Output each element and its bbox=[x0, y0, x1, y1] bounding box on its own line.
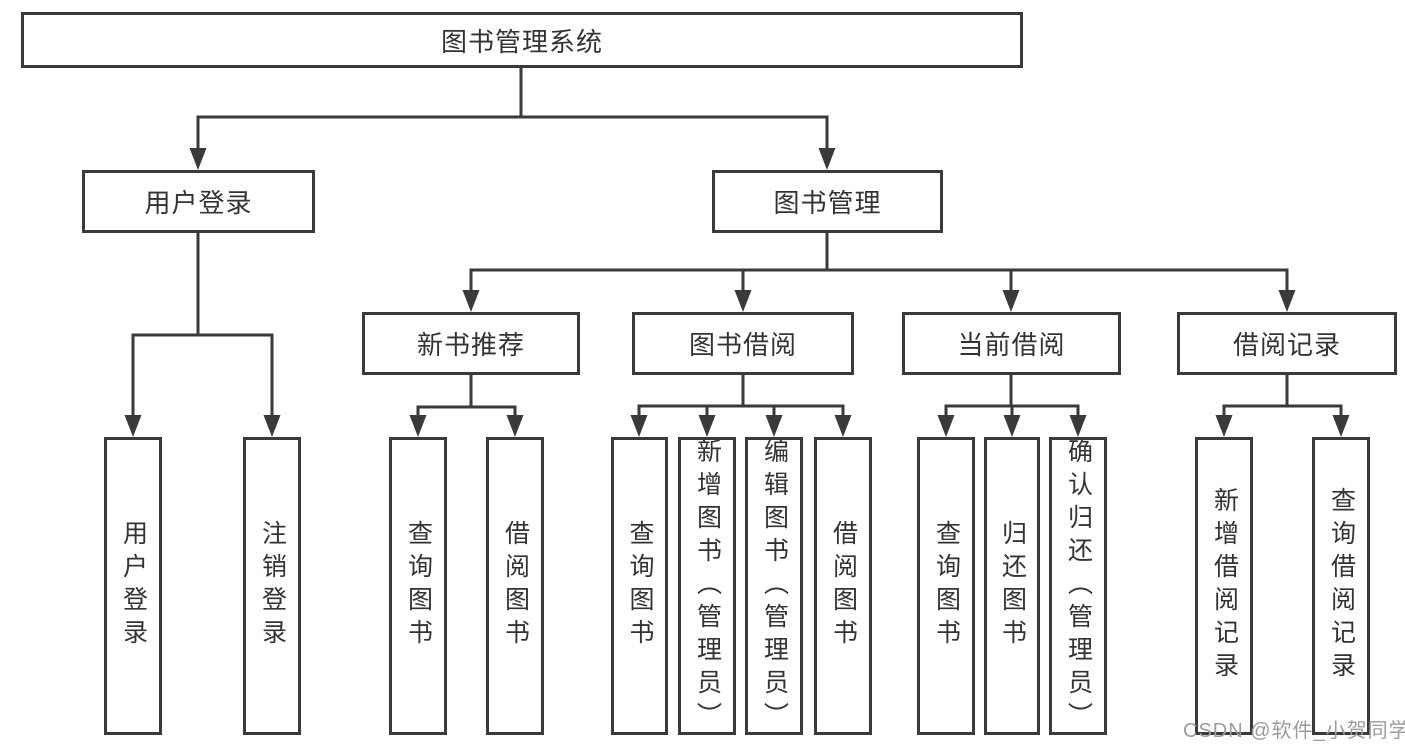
csdn-watermark: CSDN @软件_小贺同学 bbox=[1183, 720, 1405, 742]
node-label: 查询图书 bbox=[626, 520, 654, 652]
node-label: 查询图书 bbox=[404, 520, 433, 652]
node-leaf-add-books-admin: 新增图书（管理员） bbox=[678, 437, 736, 735]
node-label: 注销登录 bbox=[258, 520, 287, 652]
node-leaf-user-login: 用户登录 bbox=[104, 437, 162, 735]
node-label: 查询借阅记录 bbox=[1327, 487, 1356, 685]
node-leaf-query-books-newbook: 查询图书 bbox=[389, 437, 447, 735]
node-current-borrowing: 当前借阅 bbox=[902, 312, 1121, 375]
node-label: 新书推荐 bbox=[416, 330, 525, 360]
node-label: 新增图书（管理员） bbox=[693, 437, 722, 735]
node-label: 查询图书 bbox=[932, 520, 961, 652]
node-label: 当前借阅 bbox=[957, 330, 1066, 360]
node-label: 编辑图书（管理员） bbox=[760, 437, 789, 735]
node-label: 确认归还（管理员） bbox=[1064, 437, 1093, 735]
node-label: 用户登录 bbox=[119, 520, 148, 652]
node-label: 用户登录 bbox=[144, 188, 253, 218]
node-library-management-system: 图书管理系统 bbox=[21, 12, 1023, 68]
node-user-login-module: 用户登录 bbox=[82, 170, 315, 233]
node-label: 图书管理系统 bbox=[440, 26, 603, 57]
node-leaf-query-books-borrowing: 查询图书 bbox=[611, 437, 668, 735]
node-new-book-recommendation: 新书推荐 bbox=[362, 312, 580, 375]
node-leaf-query-borrow-record: 查询借阅记录 bbox=[1312, 437, 1370, 735]
node-label: 图书管理 bbox=[773, 188, 882, 218]
node-book-borrowing: 图书借阅 bbox=[632, 312, 854, 375]
node-label: 借阅记录 bbox=[1232, 330, 1341, 360]
node-label: 借阅图书 bbox=[829, 520, 858, 652]
node-label: 借阅图书 bbox=[501, 520, 530, 652]
node-leaf-query-books-current: 查询图书 bbox=[917, 437, 975, 735]
node-borrowing-records: 借阅记录 bbox=[1177, 312, 1397, 375]
node-leaf-return-books: 归还图书 bbox=[984, 437, 1040, 735]
node-leaf-edit-books-admin: 编辑图书（管理员） bbox=[745, 437, 803, 735]
node-leaf-borrow-books-newbook: 借阅图书 bbox=[486, 437, 544, 735]
node-book-management-module: 图书管理 bbox=[712, 170, 943, 233]
node-leaf-logout: 注销登录 bbox=[243, 437, 301, 735]
node-leaf-add-borrow-record: 新增借阅记录 bbox=[1195, 437, 1253, 735]
node-label: 图书借阅 bbox=[688, 330, 797, 360]
node-label: 归还图书 bbox=[998, 520, 1027, 652]
node-leaf-borrow-books-borrowing: 借阅图书 bbox=[814, 437, 872, 735]
node-label: 新增借阅记录 bbox=[1210, 487, 1239, 685]
node-leaf-confirm-return-admin: 确认归还（管理员） bbox=[1049, 437, 1107, 735]
